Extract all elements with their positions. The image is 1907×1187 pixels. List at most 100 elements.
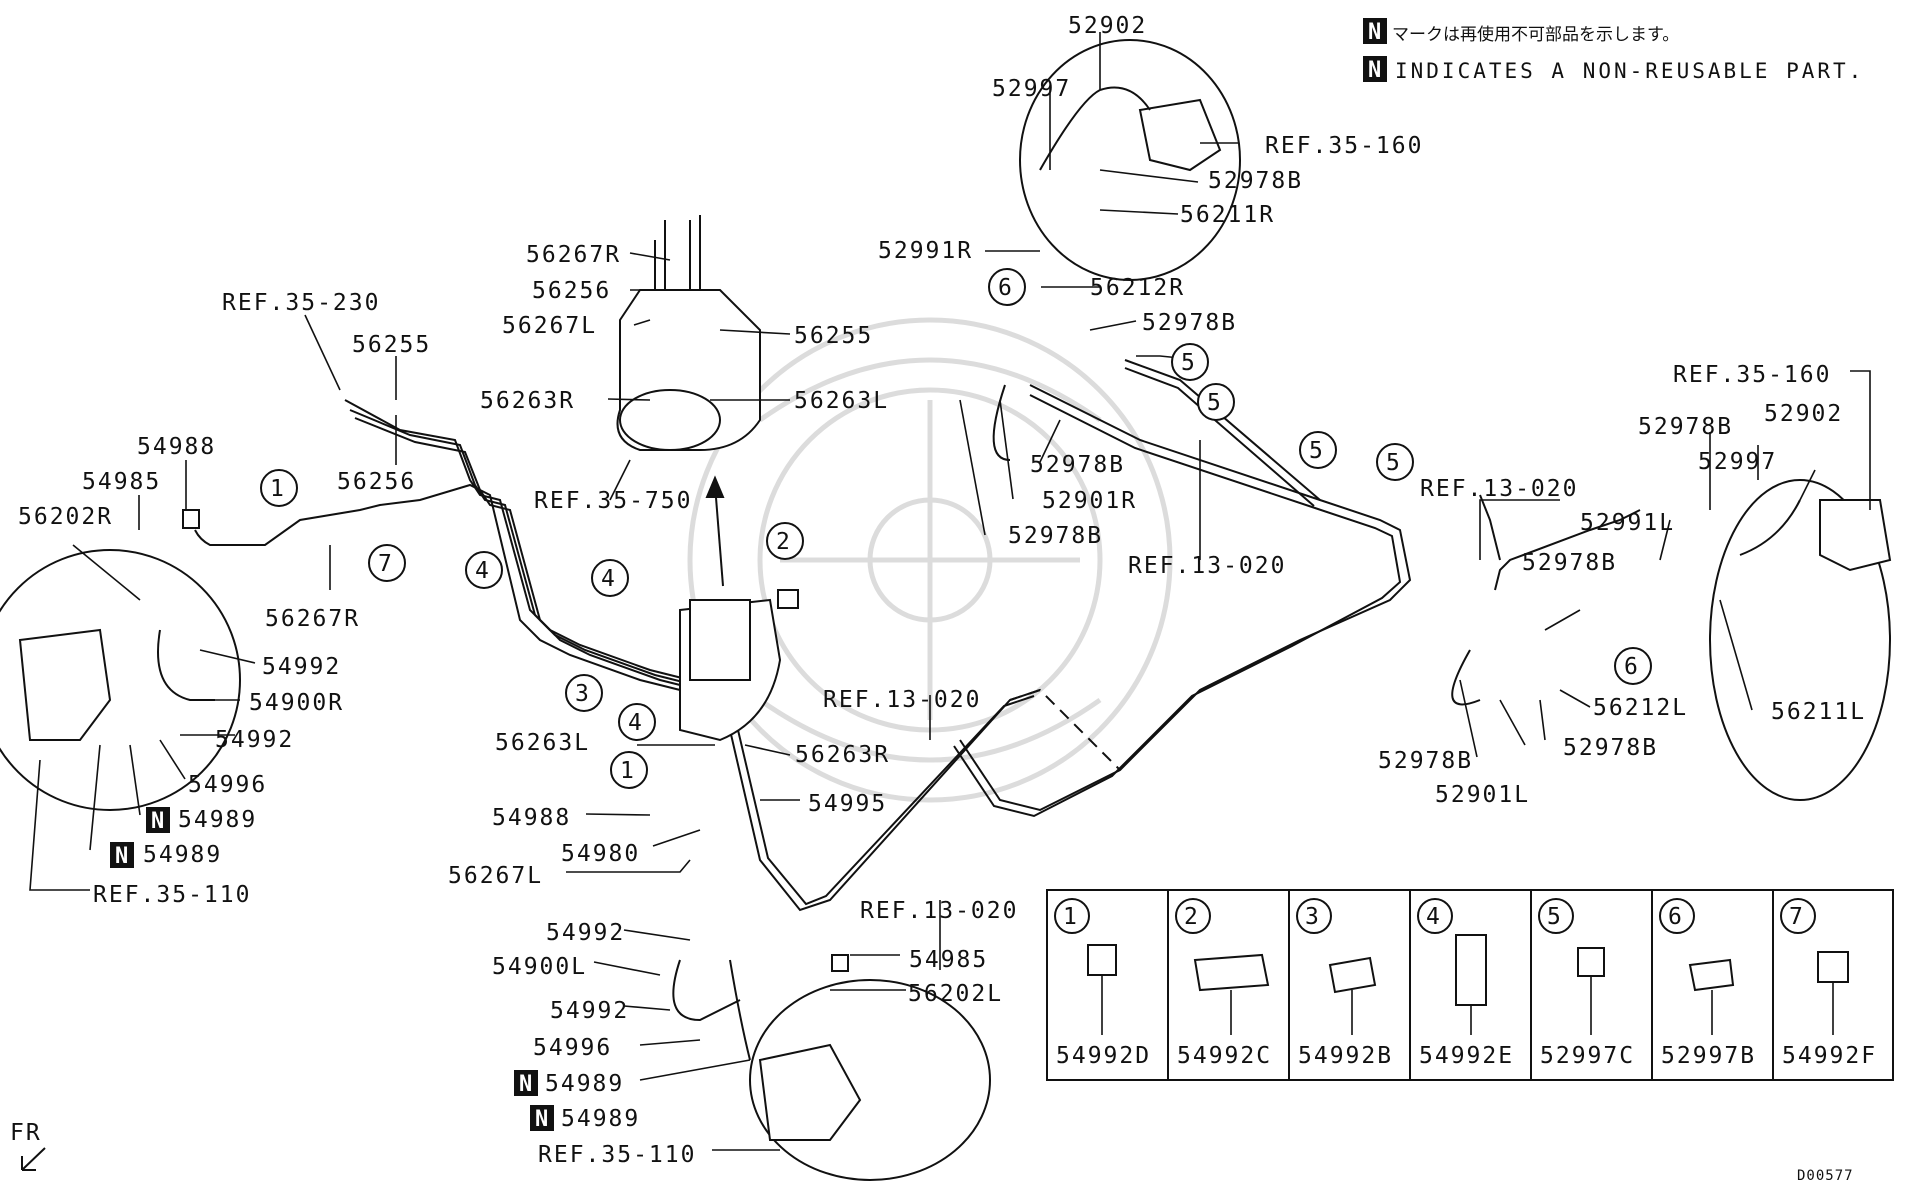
label-ref-35-160-right: REF.35-160 — [1673, 362, 1831, 388]
clip-cell-4: 4 54992E — [1417, 898, 1514, 1069]
part-labels: 52902 52997 REF.35-160 52978B 56211R 529… — [18, 13, 1866, 1168]
label-56211l: 56211L — [1771, 699, 1866, 725]
svg-text:2: 2 — [1184, 904, 1200, 930]
label-52902-right: 52902 — [1764, 401, 1843, 427]
label-54900r: 54900R — [249, 690, 344, 716]
label-54988-left: 54988 — [137, 434, 216, 460]
clip-part-52997b: 52997B — [1661, 1043, 1756, 1069]
label-52997-top: 52997 — [992, 76, 1071, 102]
clip-part-54992e: 54992E — [1419, 1043, 1514, 1069]
label-56256-top: 56256 — [532, 278, 611, 304]
label-52978b-r4: 52978B — [1378, 748, 1473, 774]
callout-4: 4 — [475, 558, 491, 584]
callout-2: 2 — [776, 529, 792, 555]
label-56263r-top: 56263R — [480, 388, 575, 414]
label-54989-c: 54989 — [545, 1071, 624, 1097]
label-56256-left: 56256 — [337, 469, 416, 495]
non-reusable-badges: N N N N — [110, 807, 554, 1132]
callout-6: 6 — [1624, 654, 1640, 680]
label-56267l-mid: 56267L — [448, 863, 543, 889]
label-ref-13-020-2: REF.13-020 — [823, 687, 981, 713]
label-52978b-2: 52978B — [1142, 310, 1237, 336]
diagram-code: D00577 — [1797, 1168, 1854, 1184]
svg-text:6: 6 — [1668, 904, 1684, 930]
label-52901l: 52901L — [1435, 782, 1530, 808]
label-56212l: 56212L — [1593, 695, 1688, 721]
label-56263r-mid: 56263R — [795, 742, 890, 768]
callout-7: 7 — [378, 551, 394, 577]
clip-2-drawing — [777, 589, 799, 609]
label-52901r: 52901R — [1042, 488, 1137, 514]
label-56202l: 56202L — [908, 981, 1003, 1007]
callout-1: 1 — [270, 476, 286, 502]
clip-part-54992c: 54992C — [1177, 1043, 1272, 1069]
label-56267r-top: 56267R — [526, 242, 621, 268]
label-ref-35-110-bot: REF.35-110 — [538, 1142, 696, 1168]
callout-5: 5 — [1207, 390, 1223, 416]
clip-part-52997c: 52997C — [1540, 1043, 1635, 1069]
clip-part-54992d: 54992D — [1056, 1043, 1151, 1069]
label-52978b-r1: 52978B — [1638, 414, 1733, 440]
label-56267r-left: 56267R — [265, 606, 360, 632]
non-reusable-badge-label: N — [1368, 58, 1381, 83]
label-56263l-top: 56263L — [794, 388, 889, 414]
label-56202r: 56202R — [18, 504, 113, 530]
label-54989-b: 54989 — [143, 842, 222, 868]
label-56263l-mid: 56263L — [495, 730, 590, 756]
clip-part-54992b: 54992B — [1298, 1043, 1393, 1069]
label-52997-right: 52997 — [1698, 449, 1777, 475]
callout-6: 6 — [998, 275, 1014, 301]
label-52978b-4: 52978B — [1008, 523, 1103, 549]
label-56211r: 56211R — [1180, 202, 1275, 228]
label-56255-left: 56255 — [352, 332, 431, 358]
svg-text:N: N — [519, 1072, 532, 1097]
svg-text:5: 5 — [1547, 904, 1563, 930]
label-54992-c: 54992 — [546, 920, 625, 946]
non-reusable-legend: N マークは再使用不可部品を示します。 N INDICATES A NON-RE… — [1363, 18, 1864, 83]
label-54992-d: 54992 — [550, 998, 629, 1024]
leader-lines — [29, 32, 1871, 1151]
clip-cell-1: 1 54992D — [1054, 898, 1151, 1069]
legend-japanese: マークは再使用不可部品を示します。 — [1392, 24, 1679, 45]
callout-circles: 1 7 4 4 2 3 4 1 6 5 5 5 5 6 — [260, 268, 1652, 789]
svg-text:3: 3 — [1305, 904, 1321, 930]
label-54995: 54995 — [808, 791, 887, 817]
label-54900l: 54900L — [492, 954, 587, 980]
non-reusable-badge — [1363, 18, 1387, 44]
label-54989-a: 54989 — [178, 807, 257, 833]
label-52978b-1: 52978B — [1208, 168, 1303, 194]
label-ref-35-750: REF.35-750 — [534, 488, 692, 514]
legend-english: INDICATES A NON-REUSABLE PART. — [1395, 59, 1864, 83]
label-52902-top: 52902 — [1068, 13, 1147, 39]
clip-cell-2: 2 54992C — [1175, 898, 1272, 1069]
label-ref-13-020-3: REF.13-020 — [860, 898, 1018, 924]
callout-3: 3 — [575, 681, 591, 707]
label-54985-left: 54985 — [82, 469, 161, 495]
non-reusable-badge — [1363, 56, 1387, 82]
label-54992-b: 54992 — [215, 727, 294, 753]
clip-part-54992f: 54992F — [1782, 1043, 1877, 1069]
callout-1: 1 — [620, 758, 636, 784]
label-ref-35-110-left: REF.35-110 — [93, 882, 251, 908]
label-54989-d: 54989 — [561, 1106, 640, 1132]
callout-4: 4 — [601, 566, 617, 592]
svg-text:N: N — [151, 809, 164, 834]
label-56255-top: 56255 — [794, 323, 873, 349]
label-54996-left: 54996 — [188, 772, 267, 798]
label-54988-mid: 54988 — [492, 805, 571, 831]
svg-text:N: N — [535, 1107, 548, 1132]
svg-text:4: 4 — [1426, 904, 1442, 930]
label-52991r: 52991R — [878, 238, 973, 264]
label-56212r: 56212R — [1090, 275, 1185, 301]
label-56267l-top: 56267L — [502, 313, 597, 339]
callout-5: 5 — [1386, 450, 1402, 476]
clip-cell-5: 5 52997C — [1538, 898, 1635, 1069]
label-54980: 54980 — [561, 841, 640, 867]
label-ref-13-020-4: REF.13-020 — [1420, 476, 1578, 502]
callout-4: 4 — [628, 710, 644, 736]
clip-table: 1 54992D 2 54992C 3 54992B 4 54992E 5 52… — [1046, 889, 1894, 1081]
clip-cell-6: 6 52997B — [1659, 898, 1756, 1069]
clip-cell-7: 7 54992F — [1780, 898, 1877, 1069]
fr-label: FR — [10, 1120, 42, 1146]
